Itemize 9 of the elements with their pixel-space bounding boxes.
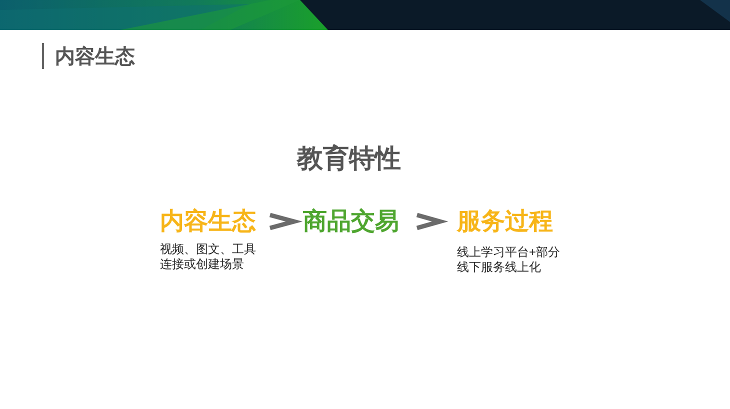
stage-title: 内容生态 — [160, 208, 270, 236]
stage-description: 线上学习平台+部分线下服务线上化 — [457, 245, 562, 275]
stage-title: 服务过程 — [440, 208, 553, 236]
chevron-arrow — [269, 212, 303, 230]
stage-title: 商品交易 — [294, 208, 417, 236]
stage-description: 视频、图文、工具连接或创建场景 — [160, 242, 257, 272]
chevron-arrow — [416, 212, 448, 230]
slide-title: 内容生态 — [55, 45, 135, 69]
section-heading: 教育特性 — [297, 143, 401, 173]
